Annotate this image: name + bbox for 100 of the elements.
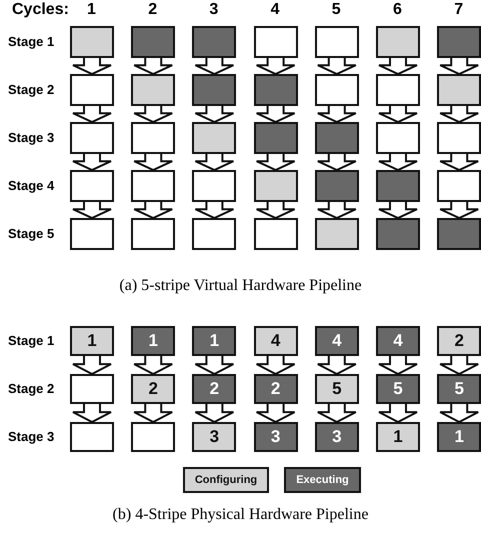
- block-arrow: [72, 355, 112, 376]
- stage-label: Stage 3: [8, 429, 54, 444]
- block-arrow: [194, 153, 234, 172]
- cycle-number: 1: [87, 1, 96, 19]
- block-arrow: [194, 57, 234, 76]
- block-arrow: [194, 105, 234, 124]
- block-arrow: [194, 201, 234, 220]
- stage-slot-box: [70, 74, 114, 106]
- configuration-number: 4: [332, 331, 342, 351]
- stage-slot-box: [192, 26, 236, 58]
- stage-slot-box: [131, 218, 176, 250]
- block-arrow: [378, 201, 418, 220]
- stage-slot-box: [437, 26, 481, 58]
- stage-slot-box: [131, 326, 176, 356]
- stage-slot-box: [314, 122, 359, 154]
- configuration-number: 4: [393, 331, 403, 351]
- stage-slot-box: [314, 374, 359, 404]
- cycle-number: 3: [209, 1, 218, 19]
- stage-slot-box: [131, 74, 176, 106]
- block-arrow: [133, 403, 174, 424]
- block-arrow: [133, 57, 174, 76]
- stage-slot-box: [70, 374, 114, 404]
- block-arrow: [194, 355, 234, 376]
- stage-slot-box: [70, 122, 114, 154]
- block-arrow: [316, 201, 357, 220]
- block-arrow: [439, 355, 480, 376]
- legend-label: Executing: [296, 474, 349, 486]
- block-arrow: [194, 403, 234, 424]
- header-label: Cycles:: [12, 1, 69, 19]
- stage-label: Stage 2: [8, 381, 54, 396]
- block-arrow: [378, 403, 418, 424]
- cycle-number: 7: [454, 1, 464, 19]
- stage-slot-box: [131, 374, 176, 404]
- configuration-number: 2: [454, 331, 464, 351]
- stage-slot-box: [314, 422, 359, 452]
- stage-slot-box: [254, 26, 298, 58]
- configuration-number: 5: [393, 379, 403, 399]
- configuration-number: 1: [148, 331, 158, 351]
- cycle-number: 6: [393, 1, 402, 19]
- block-arrow: [133, 355, 174, 376]
- stage-slot-box: [314, 326, 359, 356]
- block-arrow: [72, 153, 112, 172]
- stage-slot-box: [254, 218, 298, 250]
- block-arrow: [72, 105, 112, 124]
- configuration-number: 1: [454, 427, 464, 447]
- configuration-number: 5: [332, 379, 342, 399]
- stage-slot-box: [70, 26, 114, 58]
- block-arrow: [133, 105, 174, 124]
- configuration-number: 2: [270, 379, 280, 399]
- block-arrow: [439, 403, 480, 424]
- configuration-number: 1: [87, 331, 97, 351]
- stage-slot-box: [254, 374, 298, 404]
- stage-slot-box: [376, 74, 420, 106]
- block-arrow: [316, 403, 357, 424]
- stage-slot-box: [131, 26, 176, 58]
- block-arrow: [316, 105, 357, 124]
- block-arrow: [439, 105, 480, 124]
- stage-slot-box: [376, 218, 420, 250]
- block-arrow: [72, 57, 112, 76]
- block-arrow: [316, 57, 357, 76]
- stage-slot-box: [437, 374, 481, 404]
- stage-slot-box: [254, 326, 298, 356]
- stage-slot-box: [192, 374, 236, 404]
- block-arrow: [378, 105, 418, 124]
- configuration-number: 3: [210, 427, 220, 447]
- stage-slot-box: [314, 218, 359, 250]
- stage-slot-box: [192, 218, 236, 250]
- stage-slot-box: [437, 122, 481, 154]
- block-arrow: [256, 57, 296, 76]
- block-arrow: [378, 57, 418, 76]
- stage-label: Stage 5: [8, 226, 54, 241]
- block-arrow: [439, 153, 480, 172]
- stage-slot-box: [70, 422, 114, 452]
- configuration-number: 1: [210, 331, 220, 351]
- block-arrow: [256, 153, 296, 172]
- block-arrow: [133, 153, 174, 172]
- stage-slot-box: [437, 170, 481, 202]
- stage-slot-box: [314, 26, 359, 58]
- stage-slot-box: [254, 74, 298, 106]
- configuration-number: 2: [210, 379, 220, 399]
- cycle-number: 5: [332, 1, 341, 19]
- stage-slot-box: [254, 122, 298, 154]
- stage-slot-box: [192, 422, 236, 452]
- block-arrow: [256, 201, 296, 220]
- block-arrow: [378, 355, 418, 376]
- stage-slot-box: [192, 326, 236, 356]
- block-arrow: [316, 153, 357, 172]
- block-arrow: [256, 355, 296, 376]
- stage-slot-box: [437, 422, 481, 452]
- configuration-number: 3: [270, 427, 280, 447]
- cycle-number: 2: [148, 1, 158, 19]
- stage-label: Stage 1: [8, 34, 54, 49]
- configuration-number: 2: [148, 379, 158, 399]
- stage-label: Stage 1: [8, 333, 54, 348]
- stage-slot-box: [131, 170, 176, 202]
- block-arrow: [439, 201, 480, 220]
- stage-slot-box: [131, 422, 176, 452]
- stage-slot-box: [437, 74, 481, 106]
- block-arrow: [316, 355, 357, 376]
- stage-slot-box: [376, 326, 420, 356]
